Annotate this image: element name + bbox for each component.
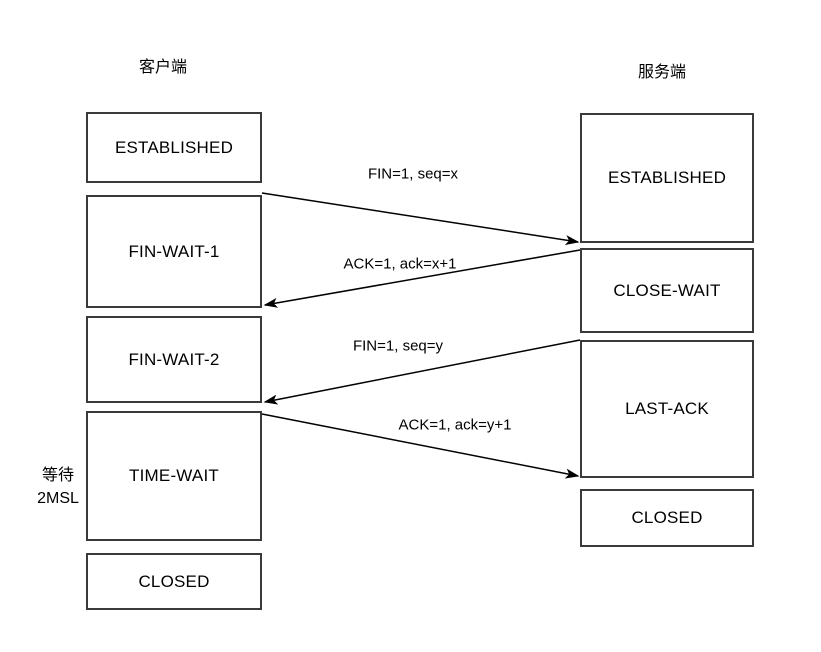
server-state-closed: CLOSED: [580, 489, 754, 547]
label-ack-x-plus-1: ACK=1, ack=x+1: [343, 255, 457, 273]
label-ack-y-plus-1: ACK=1, ack=y+1: [398, 416, 512, 434]
wait-2msl-line2: 2MSL: [37, 490, 79, 507]
client-state-fin-wait-2: FIN-WAIT-2: [86, 316, 262, 403]
client-state-time-wait: TIME-WAIT: [86, 411, 262, 541]
client-state-established: ESTABLISHED: [86, 112, 262, 183]
label-fin-seq-y: FIN=1, seq=y: [352, 337, 444, 355]
wait-2msl-annotation: 等待 2MSL: [37, 464, 79, 510]
label-fin-seq-x: FIN=1, seq=x: [367, 165, 459, 183]
arrow-fin-seq-x: [261, 192, 580, 246]
client-state-closed: CLOSED: [86, 553, 262, 610]
server-state-close-wait: CLOSE-WAIT: [580, 248, 754, 333]
wait-2msl-line1: 等待: [41, 467, 75, 484]
server-state-established: ESTABLISHED: [580, 113, 754, 243]
client-state-fin-wait-1: FIN-WAIT-1: [86, 195, 262, 308]
server-state-last-ack: LAST-ACK: [580, 340, 754, 478]
server-column-title: 服务端: [637, 64, 687, 81]
client-column-title: 客户端: [138, 59, 188, 76]
